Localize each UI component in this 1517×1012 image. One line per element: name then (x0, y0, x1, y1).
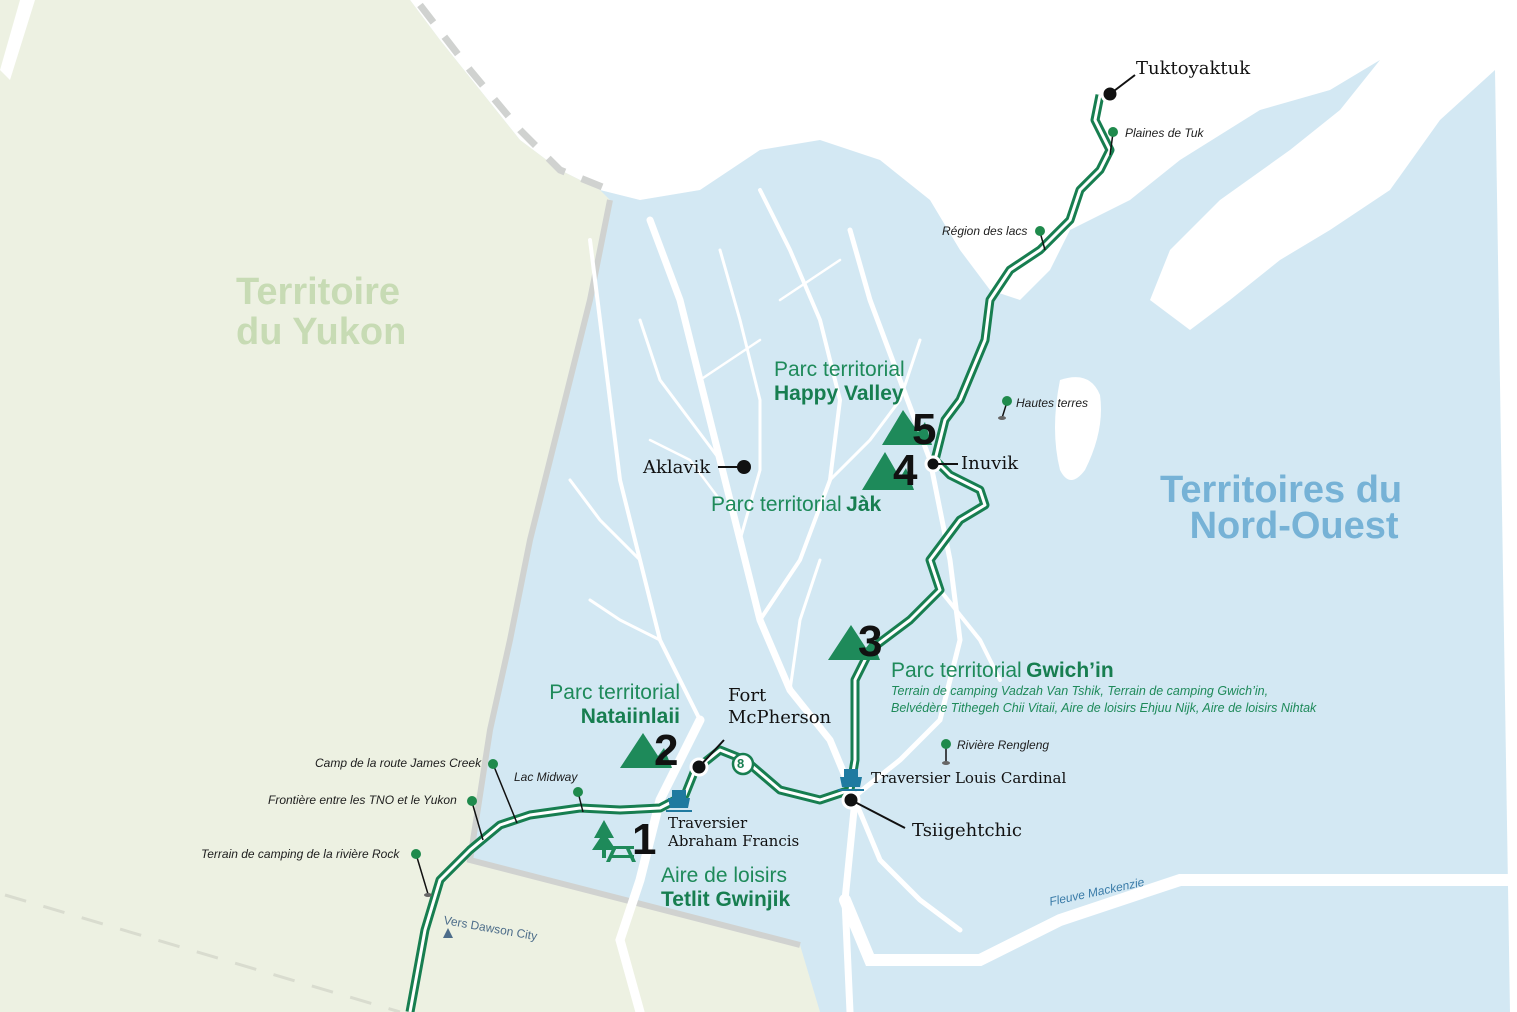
park-number-2: 2 (654, 726, 679, 775)
poi-riviere-rengleng[interactable]: Rivière Rengleng (957, 738, 1050, 752)
park-label-5[interactable]: Parc territorial Happy Valley (774, 358, 905, 406)
park-3-name: Gwich’in (1026, 659, 1114, 682)
community-markers (689, 74, 1136, 829)
park-label-2[interactable]: Parc territorial Nataiinlaii (528, 681, 680, 729)
community-inuvik[interactable]: Inuvik (961, 453, 1019, 474)
park-1-type: Aire de loisirs (661, 864, 788, 887)
park-number-5: 5 (912, 405, 937, 454)
fort-mcpherson-line2: McPherson (728, 707, 832, 728)
dempster-highway (405, 94, 1115, 1012)
beaufort-sea (410, 0, 1517, 330)
mountain-icon (882, 410, 932, 445)
region-nwt-line1: Territoires du (1160, 469, 1403, 511)
mountain-icon (862, 452, 914, 490)
park-label-3[interactable]: Parc territorial Gwich’in Terrain de cam… (891, 659, 1316, 717)
park-2-type: Parc territorial (549, 681, 680, 704)
ferry-af-line1: Traversier (668, 814, 748, 832)
region-nwt-line2: Nord-Ouest (1189, 505, 1399, 547)
region-yukon-line1: Territoire (236, 271, 401, 313)
poi-tno-yukon-border[interactable]: Frontière entre les TNO et le Yukon (268, 793, 457, 807)
park-icons (592, 410, 932, 862)
ferry-icon (666, 790, 692, 812)
ferry-abraham-francis[interactable]: Traversier Abraham Francis (668, 814, 799, 850)
yukon-territory (0, 0, 820, 1012)
poi-hautes-terres[interactable]: Hautes terres (1016, 396, 1089, 410)
poi-riviere-rock[interactable]: Terrain de camping de la rivière Rock (201, 847, 400, 861)
mackenzie-delta-channels (568, 188, 1517, 1012)
highway-8-number: 8 (737, 756, 745, 771)
poi-lac-midway[interactable]: Lac Midway (514, 770, 578, 784)
region-label-nwt: Territoires du Nord-Ouest (1160, 469, 1403, 547)
park-number-4: 4 (893, 446, 918, 495)
poi-james-creek[interactable]: Camp de la route James Creek (315, 756, 482, 770)
community-aklavik[interactable]: Aklavik (643, 457, 711, 478)
ferry-icons (666, 769, 864, 812)
ferry-icon (838, 769, 864, 791)
community-fort-mcpherson[interactable]: Fort McPherson (728, 685, 831, 729)
territorial-border (466, 199, 801, 948)
park-3-facilities-line1: Terrain de camping Vadzah Van Tshik, Ter… (891, 684, 1269, 698)
direction-arrow-icon (443, 928, 453, 938)
park-1-name: Tetlit Gwinjik (661, 888, 791, 911)
park-3-type: Parc territorial (891, 659, 1022, 682)
park-5-name: Happy Valley (774, 382, 904, 405)
poi-region-des-lacs[interactable]: Région des lacs (942, 224, 1028, 238)
park-2-name: Nataiinlaii (580, 705, 680, 728)
park-label-4[interactable]: Parc territorial Jàk (711, 493, 881, 517)
mountain-icon (620, 733, 672, 768)
park-4-name: Jàk (846, 493, 882, 516)
poi-pins (411, 127, 1118, 897)
park-3-facilities-line2: Belvédère Tithegeh Chii Vitaii, Aire de … (891, 701, 1317, 715)
park-4-type: Parc territorial (711, 493, 842, 516)
park-number-1: 1 (632, 815, 657, 864)
community-tsiigehtchic[interactable]: Tsiigehtchic (912, 820, 1022, 841)
park-label-1[interactable]: Aire de loisirs Tetlit Gwinjik (661, 864, 790, 912)
poi-plaines-de-tuk[interactable]: Plaines de Tuk (1125, 126, 1204, 140)
region-yukon-line2: du Yukon (236, 311, 407, 353)
highway-8-shield (731, 752, 755, 776)
park-number-3: 3 (858, 617, 883, 666)
island (1055, 377, 1101, 480)
mountain-icon (828, 625, 880, 660)
park-5-type: Parc territorial (774, 358, 905, 381)
ferry-af-line2: Abraham Francis (668, 832, 800, 850)
fort-mcpherson-line1: Fort (728, 685, 767, 706)
region-label-yukon: Territoire du Yukon (236, 272, 406, 352)
ferry-louis-cardinal[interactable]: Traversier Louis Cardinal (871, 769, 1067, 787)
community-tuktoyaktuk[interactable]: Tuktoyaktuk (1136, 58, 1251, 79)
